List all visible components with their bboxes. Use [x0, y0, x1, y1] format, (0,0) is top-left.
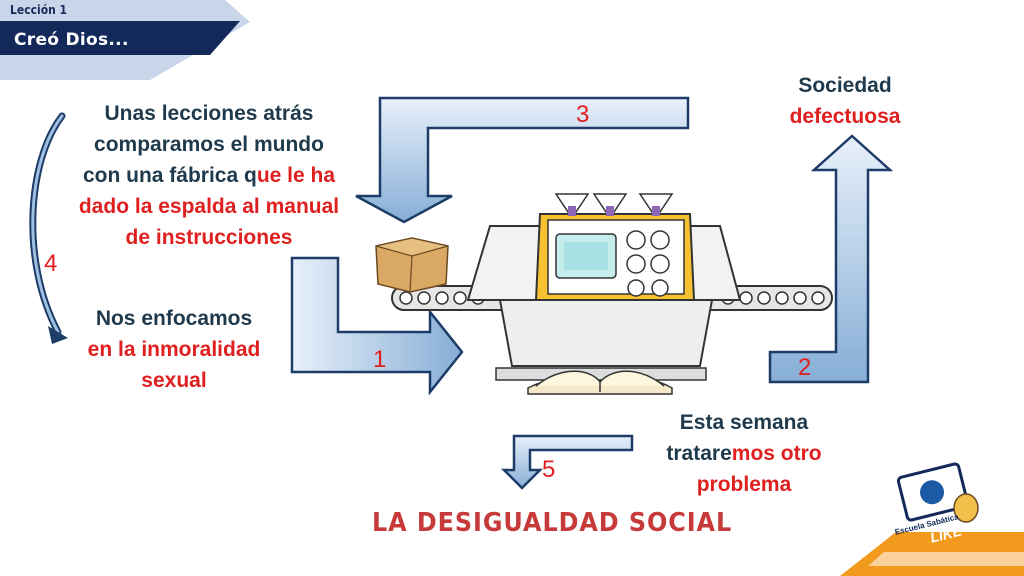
lesson-label: Lección 1 — [10, 3, 68, 17]
step-number-3: 3 — [576, 101, 590, 128]
left-explanation: Unas lecciones atrás comparamos el mundo… — [78, 102, 340, 249]
step-number-1: 1 — [373, 346, 387, 373]
arrow-1 — [290, 256, 464, 396]
step-number-4: 4 — [44, 250, 58, 277]
arrow-5 — [500, 434, 634, 490]
arrow-2 — [768, 134, 894, 384]
step-number-2: 2 — [798, 354, 812, 381]
header-band — [0, 0, 250, 80]
society-text: Sociedad defectuosa — [789, 74, 901, 128]
lesson-title: Creó Dios... — [14, 30, 129, 50]
box-icon — [375, 237, 449, 293]
arrow-3 — [355, 96, 690, 224]
step-number-5: 5 — [542, 456, 556, 483]
open-book-icon — [527, 370, 673, 395]
main-title: LA DESIGUALDAD SOCIAL — [372, 508, 733, 538]
factory-machine — [466, 193, 742, 381]
focus-text: Nos enfocamos en la inmoralidad sexual — [87, 307, 261, 392]
logo-badge-icon — [896, 462, 979, 523]
week-text: Esta semana trataremos otro problema — [666, 411, 822, 496]
